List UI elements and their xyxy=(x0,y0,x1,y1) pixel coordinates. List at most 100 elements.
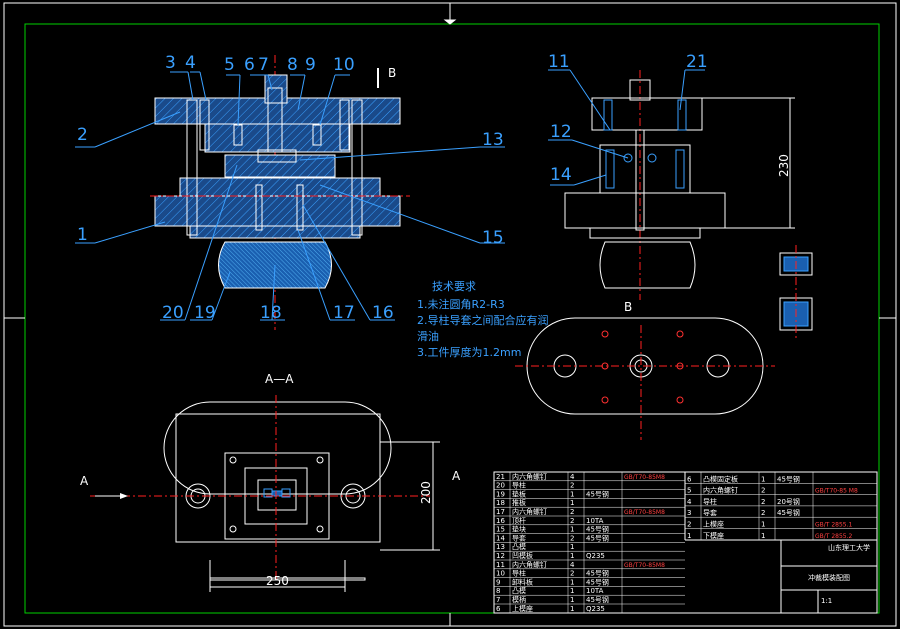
callout-3: 3 xyxy=(165,53,176,73)
bom-left-cell-material: 45号钢 xyxy=(586,525,609,534)
bom-right-cell-note: GB/T 2855.1 xyxy=(815,522,853,529)
bom-left-cell-qty: 2 xyxy=(570,482,574,490)
bom-left-cell-name: 凸模 xyxy=(512,542,526,551)
bom-right-cell-qty: 2 xyxy=(761,498,765,506)
bom-right-row: 1 下模座 1 GB/T 2855.2 xyxy=(685,531,877,541)
bom-left-cell-qty: 1 xyxy=(570,578,574,586)
bom-right-cell-qty: 2 xyxy=(761,487,765,495)
dim-200: 200 xyxy=(419,481,433,504)
bom-left-cell-no: 16 xyxy=(496,517,505,525)
bom-left-cell-qty: 2 xyxy=(570,534,574,542)
bom-right-cell-qty: 2 xyxy=(761,509,765,517)
bom-left-cell-name: 内六角螺钉 xyxy=(512,472,547,481)
callout-6: 6 xyxy=(244,55,255,75)
bom-left-cell-material: 45号钢 xyxy=(586,489,609,498)
bom-left-cell-material: 10TA xyxy=(586,587,604,595)
bom-left-cell-qty: 1 xyxy=(570,526,574,534)
bom-left-cell-material: 45号钢 xyxy=(586,595,609,604)
tech-item-3: 3.工件厚度为1.2mm xyxy=(417,345,521,359)
bom-right-row: 3 导套 2 45号钢 xyxy=(685,508,877,518)
bom-left-cell-no: 18 xyxy=(496,499,505,507)
view-b-title: B xyxy=(624,300,632,314)
bom-left-cell-qty: 1 xyxy=(570,490,574,498)
bom-right-cell-name: 导柱 xyxy=(703,497,717,506)
callout-10: 10 xyxy=(333,55,355,75)
bom-left-cell-material: 45号钢 xyxy=(586,533,609,542)
callout-13: 13 xyxy=(482,130,504,150)
callout-9: 9 xyxy=(305,55,316,75)
bom-left-cell-name: 凸模 xyxy=(512,586,526,595)
front-section-view xyxy=(150,55,410,330)
bom-left-cell-material: Q235 xyxy=(586,552,605,560)
callout-19: 19 xyxy=(194,303,216,323)
callout-18: 18 xyxy=(260,303,282,323)
bom-right-cell-no: 3 xyxy=(687,509,691,517)
bom-right-cell-name: 下模座 xyxy=(703,531,724,540)
callout-16: 16 xyxy=(372,303,394,323)
callout-17: 17 xyxy=(333,303,355,323)
tech-item-1: 1.未注圆角R2-R3 xyxy=(417,297,505,311)
bom-left-cell-no: 11 xyxy=(496,561,505,569)
bom-right-cell-qty: 1 xyxy=(761,475,765,483)
bom-right-cell-qty: 1 xyxy=(761,532,765,540)
bom-right-cell-material: 45号钢 xyxy=(777,474,800,483)
bom-left-cell-qty: 4 xyxy=(570,473,575,481)
bom-left-cell-no: 10 xyxy=(496,570,505,578)
bom-left-cell-no: 14 xyxy=(496,534,505,542)
bom-right-cell-name: 导套 xyxy=(703,508,717,517)
tech-item-2: 2.导柱导套之间配合应有润 xyxy=(417,313,549,327)
bom-left-cell-name: 导柱 xyxy=(512,569,526,578)
bom-left-cell-name: 垫板 xyxy=(512,489,526,498)
bom-right-cell-no: 5 xyxy=(687,487,691,495)
section-title: A—A xyxy=(265,372,294,386)
bom-left-cell-material: Q235 xyxy=(586,605,605,613)
bom-left-cell-note: GB/T70-85M8 xyxy=(624,509,665,516)
callout-14: 14 xyxy=(550,165,572,185)
section-arrow-right: A xyxy=(452,469,461,483)
callout-1: 1 xyxy=(77,225,88,245)
front-view-callouts: 2 1 3 4 5 6 7 8 9 10 13 15 16 17 18 19 2… xyxy=(75,53,505,323)
tb-drawing-name: 冲裁模装配图 xyxy=(808,573,850,582)
bom-left-cell-note: GB/T70-85M8 xyxy=(624,474,665,481)
bom-left-cell-qty: 1 xyxy=(570,596,574,604)
bom-left-cell-qty: 1 xyxy=(570,499,574,507)
bom-right-cell-name: 上模座 xyxy=(703,520,724,529)
bom-right-cell-note: GB/T 2855.2 xyxy=(815,533,853,540)
callout-4: 4 xyxy=(185,53,196,73)
callout-15: 15 xyxy=(482,228,504,248)
bom-left-cell-qty: 2 xyxy=(570,508,574,516)
bom-left-cell-no: 12 xyxy=(496,552,505,560)
bom-left-cell-qty: 1 xyxy=(570,605,574,613)
bom-left-cell-no: 17 xyxy=(496,508,505,516)
bom-left-cell-name: 内六角螺钉 xyxy=(512,560,547,569)
bom-left-cell-qty: 1 xyxy=(570,552,574,560)
callout-11: 11 xyxy=(548,52,570,72)
bom-right-cell-material: 20号钢 xyxy=(777,497,800,506)
bom-right-cell-no: 6 xyxy=(687,475,692,483)
side-view: 230 11 12 14 21 xyxy=(548,52,795,300)
section-arrow-left: A xyxy=(80,474,89,488)
bom-right-cell-name: 内六角螺钉 xyxy=(703,486,738,495)
callout-7: 7 xyxy=(258,55,269,75)
bom-right-cell-no: 1 xyxy=(687,532,691,540)
callout-8: 8 xyxy=(287,55,298,75)
bom-right-cell-material: 45号钢 xyxy=(777,508,800,517)
